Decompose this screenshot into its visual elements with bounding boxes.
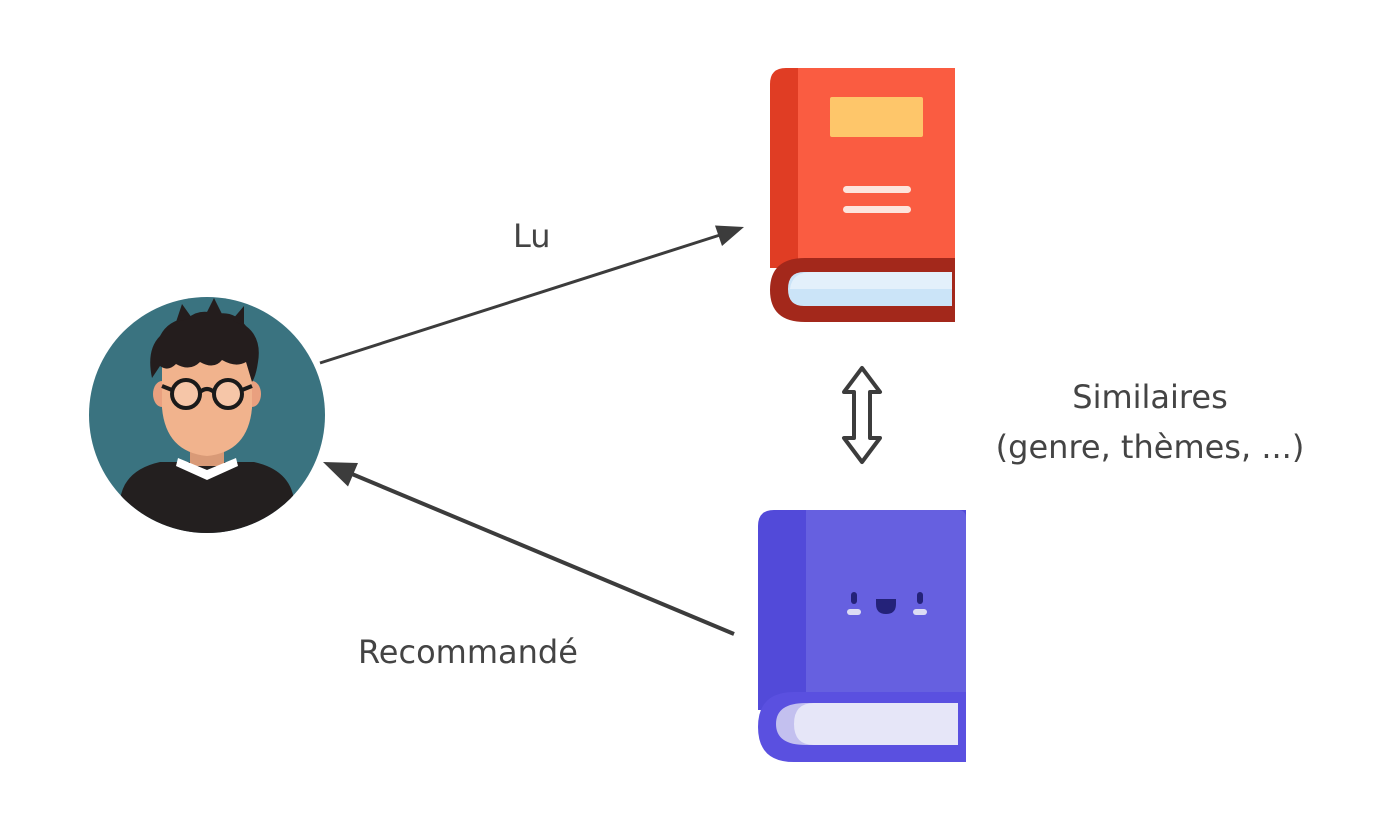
edge-label-recommended: Recommandé <box>358 633 578 671</box>
edge-label-read: Lu <box>513 217 551 255</box>
user-avatar-icon <box>89 297 325 533</box>
purple-book-icon <box>758 510 966 762</box>
edge-label-similar-line1: Similaires <box>1072 378 1228 416</box>
red-book-icon <box>770 68 955 322</box>
edge-label-similar-line2: (genre, thèmes, ...) <box>995 428 1305 466</box>
arrow-recommended <box>323 462 735 636</box>
double-arrow-similar <box>842 366 882 464</box>
arrow-read <box>319 225 744 365</box>
edge-label-similar: Similaires (genre, thèmes, ...) <box>985 372 1315 472</box>
